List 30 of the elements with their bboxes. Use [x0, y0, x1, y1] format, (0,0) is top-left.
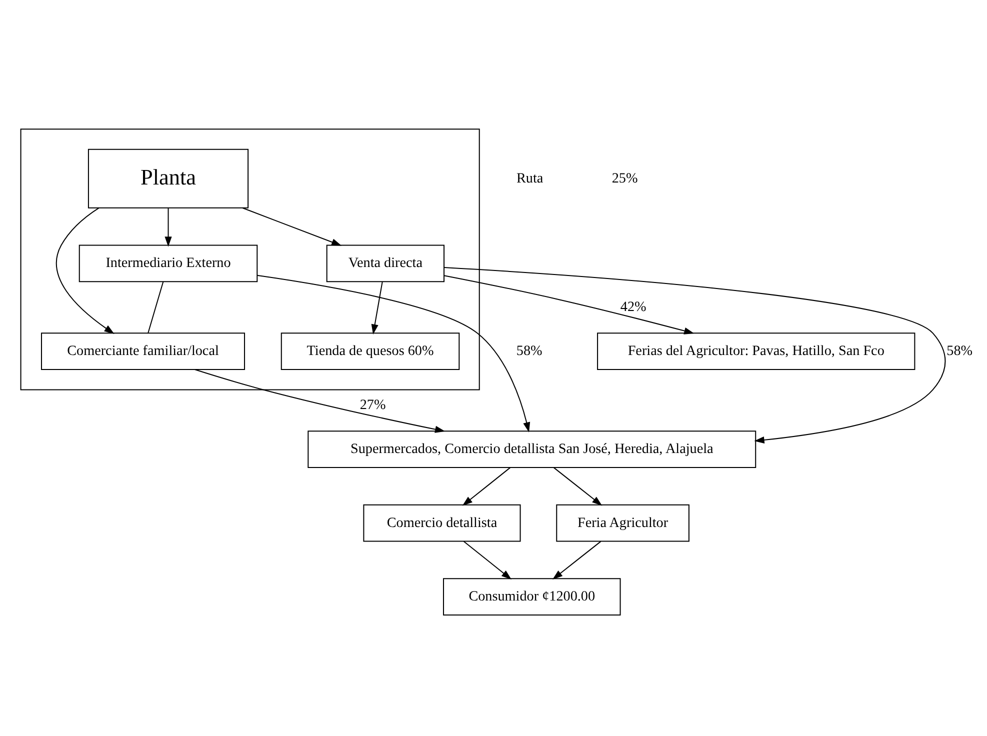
edge-label: 42% [620, 299, 646, 316]
node-box: Supermercados, Comercio detallista San José, Heredia, Alajuela [308, 430, 756, 468]
node-box: Intermediario Externo [78, 244, 258, 282]
arrow [257, 274, 530, 432]
arrow [444, 275, 694, 334]
arrow [444, 267, 946, 444]
arrow [242, 208, 342, 246]
cluster [20, 128, 480, 390]
node-box: Venta directa [326, 244, 444, 282]
label: 25% [612, 170, 638, 186]
arrow [56, 208, 114, 334]
arrow [463, 541, 512, 580]
node-box: Comercio detallista [363, 504, 521, 542]
label: Ruta [516, 170, 544, 186]
edge-label: 27% [360, 397, 386, 414]
node-box: Feria Agricultor [556, 504, 690, 542]
arrow [554, 467, 602, 506]
connector [148, 282, 164, 334]
node-box: Comerciante familiar/local [41, 332, 246, 370]
node-box: Planta [88, 148, 249, 208]
arrow [194, 369, 446, 433]
node-box: Ferias del Agricultor: Pavas, Hatillo, San Fco [597, 332, 916, 370]
arrow [462, 467, 510, 506]
edge-label: 58% [946, 343, 973, 360]
arrow [164, 208, 172, 247]
arrow [371, 282, 383, 334]
arrow [552, 541, 602, 580]
node-box: Tienda de quesos 60% [280, 332, 460, 370]
edge-label: 58% [516, 343, 542, 360]
node-box: Consumidor ¢1200.00 [443, 578, 621, 616]
